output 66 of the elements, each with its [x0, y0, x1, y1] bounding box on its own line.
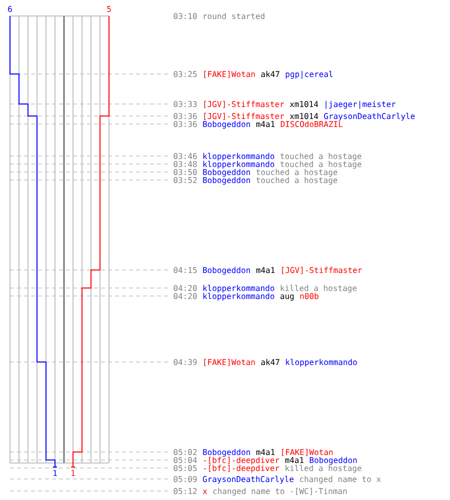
timestamp: 03:10: [174, 13, 197, 20]
player-name: Bobogeddon: [203, 448, 250, 457]
timestamp: 05:04: [174, 457, 197, 464]
timestamp: 04:15: [174, 267, 197, 274]
player-name: [JGV]-Stiffmaster: [204, 100, 284, 108]
event-text: killed a hostage: [280, 284, 357, 293]
player-name: Bobogeddon: [203, 120, 250, 129]
event-text: touched a hostage: [280, 152, 362, 161]
player-name: Bobogeddon: [203, 176, 250, 185]
player-name: klopperkommando: [203, 292, 274, 301]
weapon-name: m4a1: [285, 457, 304, 464]
player-name: GraysonDeathCarlyle: [324, 112, 415, 121]
weapon-name: ak47: [261, 70, 280, 78]
timestamp: 03:36: [174, 121, 197, 128]
player-name: [JGV]-Stiffmaster: [204, 112, 284, 120]
weapon-name: m4a1: [256, 449, 275, 456]
player-name: [FAKE]Wotan: [204, 70, 255, 78]
count-label: 1: [72, 470, 75, 476]
timestamp: 05:09: [174, 476, 197, 482]
timestamp: 03:52: [174, 177, 197, 184]
weapon-name: ak47: [261, 358, 280, 366]
player-name: Bobogeddon: [203, 266, 250, 275]
player-name: klopperkommando: [203, 160, 274, 169]
player-name: -[bfc]-deepdiver: [204, 464, 280, 473]
event-text: touched a hostage: [256, 168, 338, 177]
weapon-name: xm1014: [290, 101, 318, 108]
player-name: klopperkommando: [286, 358, 357, 367]
timestamp: 05:02: [174, 449, 197, 456]
timestamp: 04:20: [174, 285, 197, 292]
timestamp: 05:12: [174, 488, 197, 494]
player-name: GraysonDeathCarlyle: [202, 476, 294, 484]
player-name: Bobogeddon: [203, 168, 250, 177]
timestamp: 03:25: [174, 71, 197, 78]
timestamp: 03:50: [174, 169, 197, 176]
timestamp: 04:39: [174, 359, 197, 366]
player-name: -[bfc]-deepdiver: [204, 456, 280, 465]
count-label: 1: [54, 470, 57, 476]
timestamp: 03:46: [174, 153, 197, 160]
player-name: x: [202, 490, 207, 494]
timestamp: 03:33: [174, 101, 197, 108]
player-name: [FAKE]Wotan: [204, 358, 255, 366]
count-label: 5: [107, 6, 111, 12]
player-name: DISCOdoBRAZIL: [280, 120, 343, 128]
count-label: 6: [8, 6, 12, 12]
event-text: touched a hostage: [256, 176, 338, 185]
player-name: klopperkommando: [203, 152, 274, 161]
event-text: touched a hostage: [280, 160, 362, 169]
event-text: changed name to -[WC]-Tinman: [213, 488, 347, 496]
player-name: pgp|cereal: [286, 70, 332, 79]
timestamp: 03:48: [174, 161, 197, 168]
event-text: killed a hostage: [286, 464, 362, 473]
timestamp: 03:36: [174, 113, 197, 120]
weapon-name: aug: [280, 294, 294, 301]
player-name: n00b: [300, 292, 318, 300]
weapon-name: xm1014: [290, 113, 318, 120]
player-name: [FAKE]Wotan: [282, 448, 333, 456]
player-name: |jaeger|meister: [326, 100, 396, 109]
timestamp: 05:05: [174, 465, 197, 472]
weapon-name: m4a1: [256, 267, 275, 274]
weapon-name: m4a1: [256, 121, 275, 128]
timestamp: 04:20: [174, 293, 197, 300]
player-name: [JGV]-Stiffmaster: [282, 266, 362, 274]
player-name: klopperkommando: [203, 284, 274, 293]
event-text: round started: [204, 12, 264, 20]
player-name: Bobogeddon: [310, 456, 357, 465]
event-text: changed name to x: [300, 476, 381, 484]
